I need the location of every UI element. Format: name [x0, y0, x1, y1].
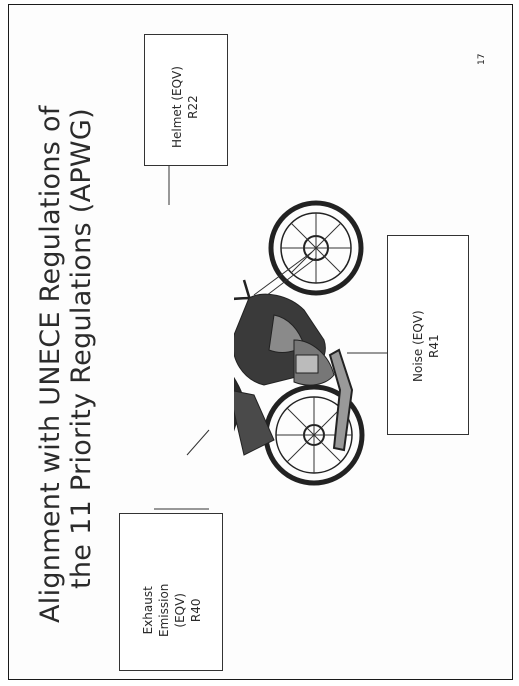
front-wheel-icon — [271, 203, 361, 293]
exhaust-label-line2: Emission — [156, 584, 172, 637]
exhaust-label: Exhaust Emission (EQV) R40 — [140, 584, 204, 637]
slide-frame: Alignment with UNECE Regulations of the … — [8, 4, 513, 680]
exhaust-label-line4: R40 — [188, 584, 204, 637]
helmet-callout: Helmet (EQV) R22 — [144, 34, 228, 166]
noise-label-line1: Noise (EQV) — [410, 310, 426, 382]
exhaust-label-line3: (EQV) — [172, 584, 188, 637]
noise-label: Noise (EQV) R41 — [410, 310, 442, 382]
helmet-label-line2: R22 — [185, 66, 201, 148]
motorcycle-illustration — [234, 190, 404, 490]
exhaust-label-line1: Exhaust — [140, 584, 156, 637]
body-icon — [234, 294, 334, 385]
exhaust-connector-diagonal — [187, 430, 209, 455]
helmet-label-line1: Helmet (EQV) — [169, 66, 185, 148]
helmet-label: Helmet (EQV) R22 — [169, 66, 201, 148]
noise-label-line2: R41 — [426, 310, 442, 382]
exhaust-callout: Exhaust Emission (EQV) R40 — [119, 513, 223, 671]
